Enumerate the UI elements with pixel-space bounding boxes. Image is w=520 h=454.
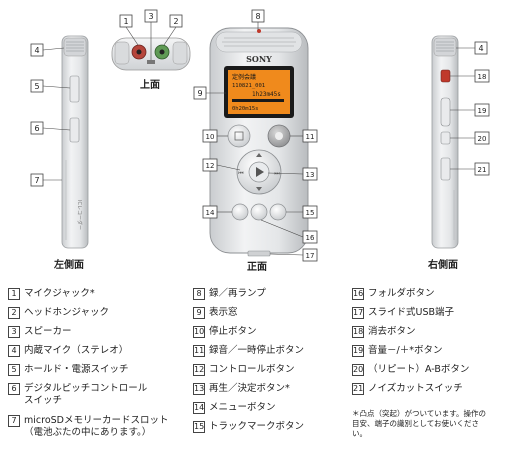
svg-text:⏮: ⏮ [238,170,244,177]
menu-button [231,203,249,221]
svg-text:19: 19 [478,107,487,115]
right-side-view [431,35,459,249]
svg-text:1: 1 [123,17,128,26]
left-side-text: ICレコーダー [76,200,83,230]
screen-line4: 0h20m15s [232,106,259,112]
rec-play-lamp [257,29,261,33]
svg-text:6: 6 [34,124,39,133]
front-view: SONY 定例会議 110821_001 1h23m45s 0h20m15s ⏮… [209,27,309,257]
callout-8: 8 [251,9,265,23]
svg-text:16: 16 [306,234,315,242]
view-label-right: 右側面 [428,260,458,271]
brand-logo: SONY [246,54,272,64]
view-label-front: 正面 [247,262,267,273]
volume-button [440,97,451,127]
hold-power-switch [69,75,80,103]
noise-cut-switch [440,157,451,181]
callout-1: 1 [119,14,133,28]
speaker [147,60,155,64]
ab-repeat-button [440,131,451,145]
callout-10: 10 [202,129,218,143]
screen-line2: 110821_001 [232,83,265,89]
folder-button [250,203,268,221]
callout-7: 7 [30,173,44,187]
svg-text:15: 15 [306,209,315,217]
svg-text:11: 11 [306,133,315,141]
callout-16: 16 [302,230,318,244]
stop-button [227,124,251,148]
svg-text:2: 2 [173,17,178,26]
callout-20: 20 [474,131,490,145]
svg-text:3: 3 [148,12,153,21]
callout-13: 13 [302,167,318,181]
callout-3: 3 [144,9,158,23]
view-label-left: 左側面 [54,260,84,271]
svg-text:5: 5 [34,82,39,91]
svg-text:14: 14 [206,209,215,217]
callout-4-right: 4 [474,41,488,55]
svg-text:13: 13 [306,171,315,179]
track-mark-button [269,203,287,221]
pitch-control-switch [69,117,80,143]
erase-button [440,69,451,83]
usb-connector [247,250,271,257]
callout-11: 11 [302,129,318,143]
svg-text:17: 17 [306,252,315,260]
footnote: ＊凸点（突起）がついています。操作の 目安、端子の識別としてお使いくださ い。 [352,409,487,438]
svg-text:20: 20 [478,135,487,143]
view-label-top: 上面 [140,80,160,91]
callout-6: 6 [30,121,44,135]
callout-2: 2 [169,14,183,28]
callout-12: 12 [202,158,218,172]
svg-text:8: 8 [255,12,260,21]
callout-4-left: 4 [30,43,44,57]
callout-18: 18 [474,69,490,83]
svg-text:4: 4 [34,46,39,55]
callout-17: 17 [302,248,318,262]
screen-line3: 1h23m45s [252,91,281,98]
callout-9: 9 [193,86,207,100]
callout-15: 15 [302,205,318,219]
left-side-view: ICレコーダー [61,35,89,249]
callout-21: 21 [474,162,490,176]
svg-text:21: 21 [478,166,487,174]
leader-lines [42,22,475,256]
left-mic-grill [63,37,87,57]
svg-text:10: 10 [206,133,215,141]
svg-text:4: 4 [478,44,483,53]
svg-text:18: 18 [478,73,487,81]
svg-text:9: 9 [197,89,202,98]
svg-text:7: 7 [34,176,39,185]
callout-5: 5 [30,79,44,93]
callout-19: 19 [474,103,490,117]
callout-14: 14 [202,205,218,219]
svg-text:12: 12 [206,162,215,170]
screen-line1: 定例会議 [232,73,256,81]
legend-item-20: 20（リピート）A-Bボタン [352,364,470,376]
